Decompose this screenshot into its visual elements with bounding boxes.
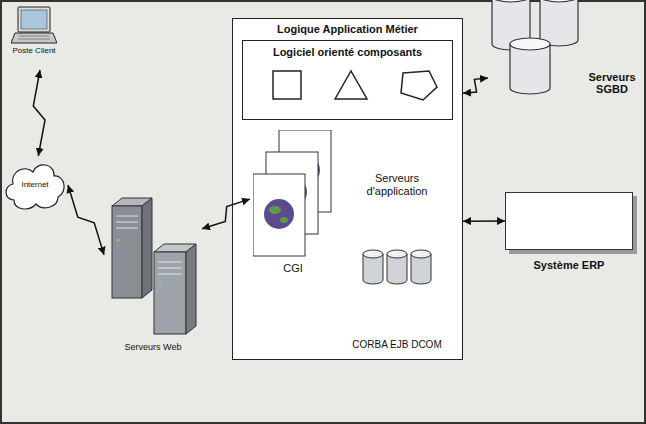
- app-servers: Serveurs d'applicationCORBA EJB DCOM: [336, 170, 458, 356]
- dbms-servers-icon: [488, 0, 584, 96]
- erp-box: Système ERP: [505, 192, 633, 250]
- component-box: Logiciel orienté composants: [242, 40, 453, 120]
- connector: [463, 220, 505, 222]
- app-servers-icon: [361, 248, 433, 288]
- node-label: Serveurs d'application: [355, 172, 439, 197]
- dbms-servers: Serveurs SGBD: [488, 4, 638, 118]
- node-label: Logique Application Métier: [277, 23, 418, 36]
- client-laptop-icon: [11, 6, 57, 46]
- client-laptop: Poste Client: [4, 4, 64, 70]
- node-label: Internet: [21, 180, 48, 189]
- node-label: Serveurs Web: [125, 342, 182, 352]
- connector: [33, 70, 45, 156]
- connector: [202, 199, 250, 229]
- box-fill: [232, 18, 463, 360]
- web-servers: Serveurs Web: [104, 194, 202, 368]
- node-label: CGI: [283, 262, 303, 275]
- internet-cloud: Internet: [2, 156, 68, 214]
- node-label: Poste Client: [12, 46, 55, 55]
- cgi-pages-icon: [253, 130, 333, 258]
- component-box-icon: [253, 67, 443, 103]
- node-label: Serveurs SGBD: [586, 71, 638, 96]
- connector: [68, 185, 104, 255]
- node-label: Système ERP: [506, 259, 632, 272]
- node-label: Logiciel orienté composants: [273, 46, 422, 59]
- business-logic-box: Logique Application MétierLogiciel orien…: [232, 18, 463, 360]
- cgi-pages: CGI: [250, 128, 336, 286]
- node-label: CORBA EJB DCOM: [352, 339, 441, 351]
- connector: [463, 78, 488, 93]
- web-servers-icon: [108, 196, 198, 336]
